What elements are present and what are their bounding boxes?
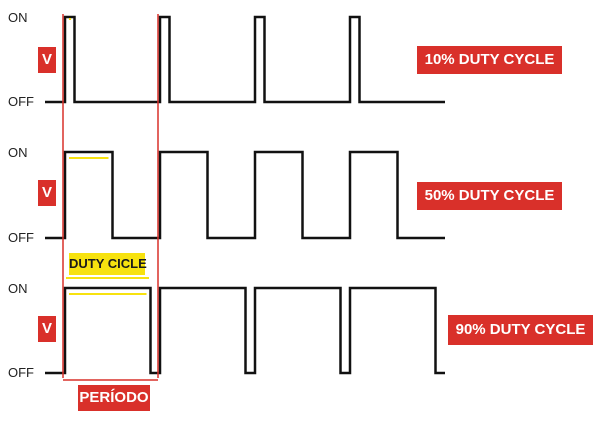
annotation-lines-layer xyxy=(62,14,159,381)
off-label-row-1: OFF xyxy=(8,94,34,109)
duty-cycle-tag-90: 90% DUTY CYCLE xyxy=(448,315,593,345)
voltage-badge-row-3: V xyxy=(38,316,56,342)
on-label-row-3: ON xyxy=(8,281,28,296)
periodo-annotation: PERÍODO xyxy=(78,385,150,411)
duty-cycle-tag-10: 10% DUTY CYCLE xyxy=(417,46,562,74)
duty-cicle-annotation: DUTY CICLE xyxy=(69,253,147,275)
on-label-row-1: ON xyxy=(8,10,28,25)
on-label-row-2: ON xyxy=(8,145,28,160)
waveforms-layer xyxy=(45,15,445,375)
voltage-badge-row-2: V xyxy=(38,180,56,206)
pwm-waveform-10 xyxy=(45,15,445,104)
pwm-waveform-50 xyxy=(45,150,445,240)
voltage-badge-row-1: V xyxy=(38,47,56,73)
off-label-row-2: OFF xyxy=(8,230,34,245)
off-label-row-3: OFF xyxy=(8,365,34,380)
duty-cycle-tag-50: 50% DUTY CYCLE xyxy=(417,182,562,210)
pwm-waveform-90 xyxy=(45,286,445,375)
